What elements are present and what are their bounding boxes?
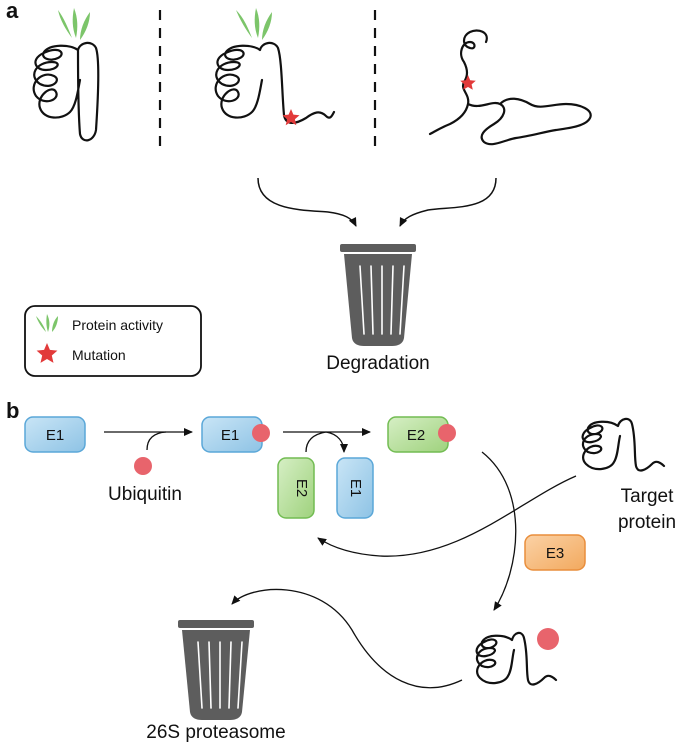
- legend-mutation-label: Mutation: [72, 347, 126, 363]
- ubiquitin-icon: [134, 457, 152, 475]
- e3-ligase: E3: [524, 534, 586, 571]
- target-protein-label-line2: protein: [618, 512, 676, 533]
- activity-leaves-icon: [236, 8, 272, 40]
- activity-leaves-icon: [58, 8, 90, 40]
- ubiquitinated-target-protein: [475, 628, 559, 686]
- mutation-star-icon: [282, 109, 300, 126]
- e1-bound-label: E1: [221, 427, 239, 444]
- e2-ubiquitin-complex: E2: [387, 416, 456, 453]
- e3-label: E3: [546, 545, 564, 562]
- e2-bound-label: E2: [407, 427, 425, 444]
- release-arrow: [317, 475, 577, 557]
- folded-protein-2: [214, 8, 336, 126]
- ubiquitination-arrow: [481, 451, 517, 611]
- e1-vertical-label: E1: [347, 479, 364, 497]
- legend-activity-label: Protein activity: [72, 317, 163, 333]
- activity-leaves-icon: [36, 314, 58, 332]
- e2-vertical-label: E2: [293, 479, 310, 497]
- trash-bin-icon: [178, 620, 254, 720]
- mutation-star-icon: [460, 75, 476, 90]
- e1-enzyme: E1: [24, 416, 86, 453]
- arrow-to-degradation-left: [257, 177, 357, 227]
- e2-e1-exchange-curve: [305, 431, 348, 453]
- ubiquitin-join-curve: [146, 431, 167, 451]
- mutation-star-icon: [36, 343, 58, 363]
- ubiquitin-icon: [438, 424, 456, 442]
- ubiquitin-icon: [537, 628, 559, 650]
- ubiquitin-icon: [252, 424, 270, 442]
- e1-label: E1: [46, 427, 64, 444]
- arrow-to-degradation-right: [399, 177, 497, 227]
- proteasome-arrow: [231, 588, 463, 689]
- degradation-label: Degradation: [326, 353, 430, 374]
- panel-b-letter: b: [6, 398, 19, 423]
- e1-enzyme-vertical: E1: [336, 457, 374, 519]
- folded-protein-1: [32, 8, 100, 142]
- target-protein: [581, 417, 666, 472]
- trash-bin-icon: [340, 244, 416, 346]
- panel-a-letter: a: [6, 0, 19, 23]
- legend: Protein activity Mutation: [24, 305, 202, 377]
- e2-enzyme-vertical: E2: [277, 457, 315, 519]
- unfolded-protein: [428, 29, 592, 146]
- ubiquitin-label: Ubiquitin: [108, 484, 182, 505]
- e1-ubiquitin-complex: E1: [201, 416, 270, 453]
- target-protein-label-line1: Target: [621, 486, 675, 507]
- proteasome-label: 26S proteasome: [146, 722, 285, 743]
